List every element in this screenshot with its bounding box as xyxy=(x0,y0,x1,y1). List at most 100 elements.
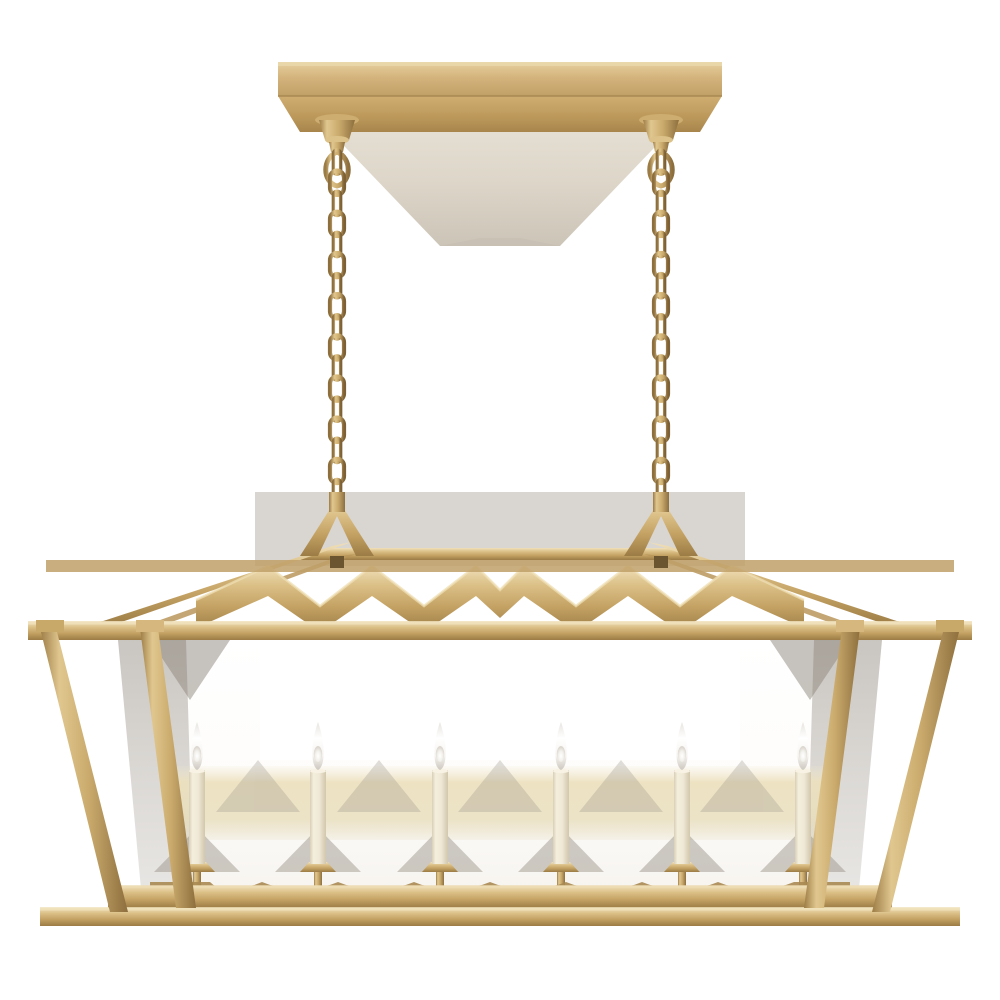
chain-link-right xyxy=(651,168,671,197)
candle-sleeve xyxy=(795,770,811,864)
candle-sleeve xyxy=(553,770,569,864)
candle-flame-core xyxy=(798,746,808,762)
yoke-left-socket xyxy=(330,556,344,568)
chain-link-left xyxy=(331,230,343,259)
chain-link-left xyxy=(331,189,343,218)
chain-finial-right xyxy=(639,114,683,189)
bottom-rail-inner xyxy=(108,886,892,908)
chain-link-right xyxy=(651,374,671,403)
chain-link-left xyxy=(327,292,347,321)
corner-block-front-right xyxy=(836,620,864,632)
cone-shadow xyxy=(440,238,560,246)
bottom-rail-highlight xyxy=(40,907,960,911)
chain-link-left xyxy=(331,395,343,424)
chain-link-right xyxy=(655,395,667,424)
top-rail-rear xyxy=(46,560,954,572)
post-front-left xyxy=(140,628,196,908)
candle-rim xyxy=(795,768,811,774)
canopy-plate-top xyxy=(278,62,722,96)
canopy-highlight xyxy=(278,62,722,66)
chain-link-right xyxy=(651,292,671,321)
chain-link-right xyxy=(655,230,667,259)
top-rail-highlight xyxy=(28,621,972,625)
ceiling-canopy xyxy=(278,62,722,246)
chain-right xyxy=(651,148,671,506)
yoke-left-body xyxy=(300,498,374,556)
candle-flame-core xyxy=(313,746,323,762)
candle-flame-core xyxy=(192,746,202,762)
chain-link-left xyxy=(327,250,347,280)
chain-link-left xyxy=(331,271,343,300)
corner-block-rear-left xyxy=(36,620,64,632)
chain-link-left xyxy=(327,168,347,197)
yoke-left-stem xyxy=(329,492,345,512)
bottom-rail-inner-highlight xyxy=(108,885,892,888)
chain-link-left xyxy=(331,148,343,176)
lantern-body xyxy=(118,640,882,905)
chain-link-left xyxy=(331,313,343,341)
chain-link-right xyxy=(655,148,667,176)
chain-link-left xyxy=(327,374,347,403)
chain-link-right xyxy=(651,250,671,280)
chain-link-left xyxy=(331,354,343,382)
candle-rim xyxy=(553,768,569,774)
candle-bobeche xyxy=(422,862,458,872)
corner-posts xyxy=(36,620,964,912)
yoke-left xyxy=(300,492,374,568)
chain-link-left xyxy=(331,436,343,465)
chevron-highlight xyxy=(195,564,805,608)
post-rear-left xyxy=(40,628,128,912)
chain-link-right xyxy=(655,313,667,341)
roof-structure xyxy=(28,492,972,640)
canopy-plate-bevel xyxy=(278,96,722,132)
yoke-right-socket xyxy=(654,556,668,568)
candle-flame-core xyxy=(435,746,445,762)
candle-bobeche xyxy=(300,862,336,872)
candle xyxy=(664,722,700,908)
yoke-right xyxy=(624,492,698,568)
corner-shadow-wedges xyxy=(150,640,850,700)
chain-link-right xyxy=(651,209,671,239)
glass-clear-void xyxy=(260,642,740,760)
chain-left xyxy=(327,148,347,506)
interior-glow-band xyxy=(168,766,832,840)
candle-sleeve xyxy=(432,770,448,864)
corner-block-front-left xyxy=(136,620,164,632)
roof-rear-mass xyxy=(255,492,745,566)
yoke-right-stem xyxy=(653,492,669,512)
bottom-assembly xyxy=(40,882,960,926)
chain-finial-left xyxy=(315,114,359,189)
chevron-band xyxy=(196,566,804,632)
post-front-right xyxy=(804,628,860,908)
candle-rim xyxy=(189,768,205,774)
chain-assembly-left xyxy=(315,114,359,506)
candle-sleeve xyxy=(310,770,326,864)
chain-link-right xyxy=(655,271,667,300)
chain-link-left xyxy=(327,209,347,239)
chain-link-right xyxy=(651,415,671,445)
chain-link-right xyxy=(655,189,667,218)
bottom-rail-outer xyxy=(40,908,960,926)
glass-facets-upper xyxy=(216,760,784,812)
candle-flame-core xyxy=(556,746,566,762)
candle-bobeche xyxy=(543,862,579,872)
chevron-gallery xyxy=(195,564,805,632)
post-rear-right xyxy=(872,628,960,912)
candle-rim xyxy=(432,768,448,774)
roof-ridge-beam xyxy=(300,548,700,560)
chain-link-right xyxy=(655,436,667,465)
corner-block-rear-right xyxy=(936,620,964,632)
chain-link-right xyxy=(651,333,671,362)
ceiling-cone xyxy=(300,100,700,246)
candle-rim xyxy=(674,768,690,774)
chain-link-left xyxy=(327,333,347,362)
candle-array xyxy=(179,722,821,908)
candle-sleeve xyxy=(189,770,205,864)
top-rail-front xyxy=(28,622,972,640)
yoke-right-body xyxy=(624,498,698,556)
chain-link-right xyxy=(655,354,667,382)
chain-link-right xyxy=(651,456,671,486)
chain-link-left xyxy=(327,415,347,445)
